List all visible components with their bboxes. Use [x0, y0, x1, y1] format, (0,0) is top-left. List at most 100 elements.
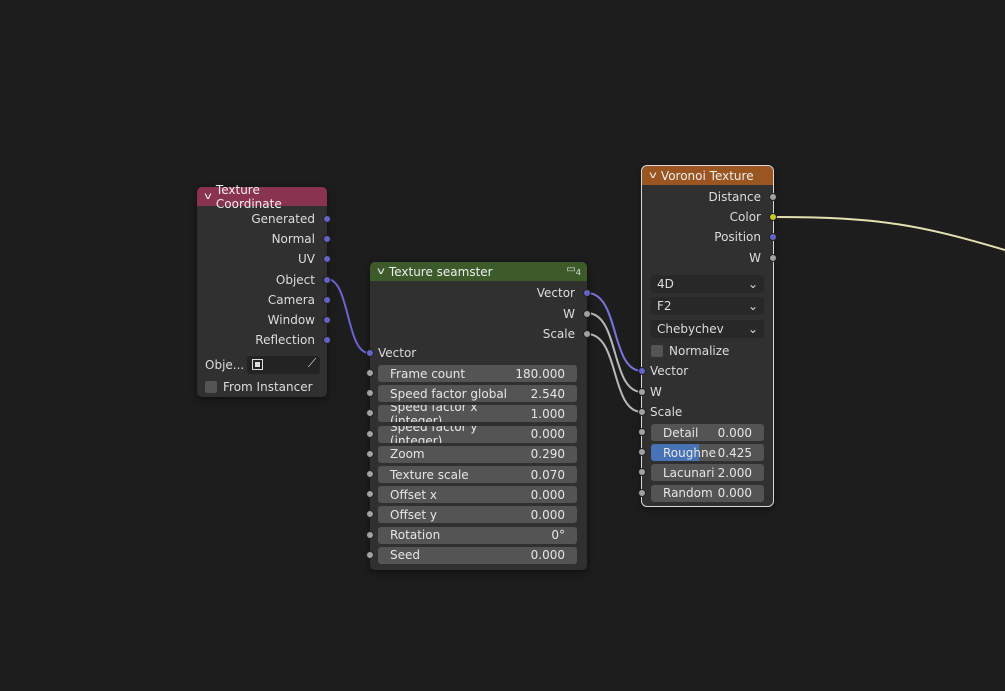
output-distance: Distance [709, 188, 761, 206]
metric-dropdown[interactable]: Chebychev⌄ [651, 320, 764, 338]
output-scale: Scale [543, 325, 575, 343]
field-speed-factor-x-integer-[interactable]: Speed factor x (integer)1.000 [378, 405, 577, 423]
socket-label: Camera [267, 292, 315, 307]
input-socket[interactable] [638, 468, 646, 477]
socket-label: Color [729, 210, 761, 225]
chevron-down-icon[interactable]: v [377, 266, 385, 277]
field-label: Zoom [390, 447, 425, 462]
output-camera-socket[interactable] [323, 295, 331, 304]
field-label: Rotation [390, 528, 441, 543]
normalize-checkbox[interactable]: Normalize [651, 342, 729, 360]
input-socket[interactable] [366, 369, 374, 377]
input-w: W [650, 383, 662, 401]
output-vector-socket[interactable] [583, 289, 591, 297]
chevron-down-icon[interactable]: v [204, 191, 212, 202]
input-socket[interactable] [638, 448, 646, 457]
output-object-socket[interactable] [323, 275, 331, 284]
object-picker[interactable]: ⟋ [247, 356, 321, 374]
output-window-socket[interactable] [323, 316, 331, 324]
output-position-socket[interactable] [769, 233, 777, 242]
input-socket[interactable] [366, 530, 374, 539]
socket-label: Vector [536, 286, 575, 300]
dimensions-dropdown[interactable]: 4D⌄ [651, 275, 764, 293]
checkbox[interactable] [205, 381, 217, 393]
input-w-socket[interactable] [638, 387, 646, 396]
output-object: Object [276, 271, 315, 289]
field-rotation[interactable]: Rotation 0° [378, 526, 577, 544]
field-label: Lacunari [663, 465, 715, 480]
field-speed-factor-y-integer-[interactable]: Speed factor y (integer)0.000 [378, 425, 577, 443]
link-scale-to-scale[interactable] [586, 333, 643, 413]
dropdown-value: 4D [657, 277, 674, 291]
output-reflection-socket[interactable] [323, 336, 331, 345]
output-w-socket[interactable] [769, 253, 777, 262]
field-label: Speed factor y (integer) [390, 425, 478, 443]
input-socket[interactable] [366, 409, 374, 418]
socket-label: W [563, 306, 575, 321]
input-socket[interactable] [366, 550, 374, 559]
output-color-socket[interactable] [769, 213, 777, 222]
socket-label: W [749, 250, 761, 265]
output-uv-socket[interactable] [323, 255, 331, 264]
slider-fill [651, 444, 700, 462]
input-socket[interactable] [366, 449, 374, 458]
checkbox[interactable] [651, 345, 663, 357]
output-w-socket[interactable] [583, 309, 591, 318]
input-socket[interactable] [366, 470, 374, 478]
input-scale-socket[interactable] [638, 408, 646, 416]
output-scale-socket[interactable] [583, 330, 591, 338]
output-color: Color [730, 208, 761, 226]
link-color-out[interactable] [772, 216, 1005, 251]
link-w-to-w[interactable] [586, 312, 643, 393]
socket-label: Generated [251, 212, 315, 226]
chevron-down-icon[interactable]: v [649, 170, 657, 181]
socket-label: W [650, 384, 662, 399]
socket-label: Object [275, 272, 315, 287]
input-socket[interactable] [366, 510, 374, 519]
link-object-to-vector[interactable] [326, 278, 370, 354]
socket-label: Window [267, 313, 315, 327]
eyedropper-icon[interactable]: ⟋ [307, 356, 317, 370]
input-socket[interactable] [366, 429, 374, 438]
field-label: Roughne [663, 445, 716, 460]
feature-dropdown[interactable]: F2⌄ [651, 297, 764, 315]
output-generated: Generated [251, 210, 315, 228]
output-w: W [749, 249, 761, 267]
output-distance-socket[interactable] [769, 193, 777, 201]
output-vector: Vector [537, 284, 575, 302]
input-socket[interactable] [638, 428, 646, 436]
input-socket[interactable] [366, 490, 374, 499]
input-socket[interactable] [638, 488, 646, 497]
checkbox-label: From Instancer [223, 380, 313, 394]
input-socket[interactable] [366, 389, 374, 398]
field-value: 2.540 [530, 386, 565, 401]
from-instancer-checkbox[interactable]: From Instancer [205, 378, 313, 396]
input-vector-socket[interactable] [638, 367, 646, 375]
field-value: 180.000 [515, 366, 565, 381]
input-vector-socket[interactable] [366, 349, 374, 357]
checkbox-label: Normalize [669, 344, 730, 358]
field-label: Texture scale [390, 467, 469, 482]
output-generated-socket[interactable] [323, 215, 331, 223]
field-value: 0° [551, 528, 565, 543]
link-vector-to-vector[interactable] [586, 292, 643, 372]
output-camera: Camera [268, 291, 315, 309]
output-normal-socket[interactable] [323, 235, 331, 244]
